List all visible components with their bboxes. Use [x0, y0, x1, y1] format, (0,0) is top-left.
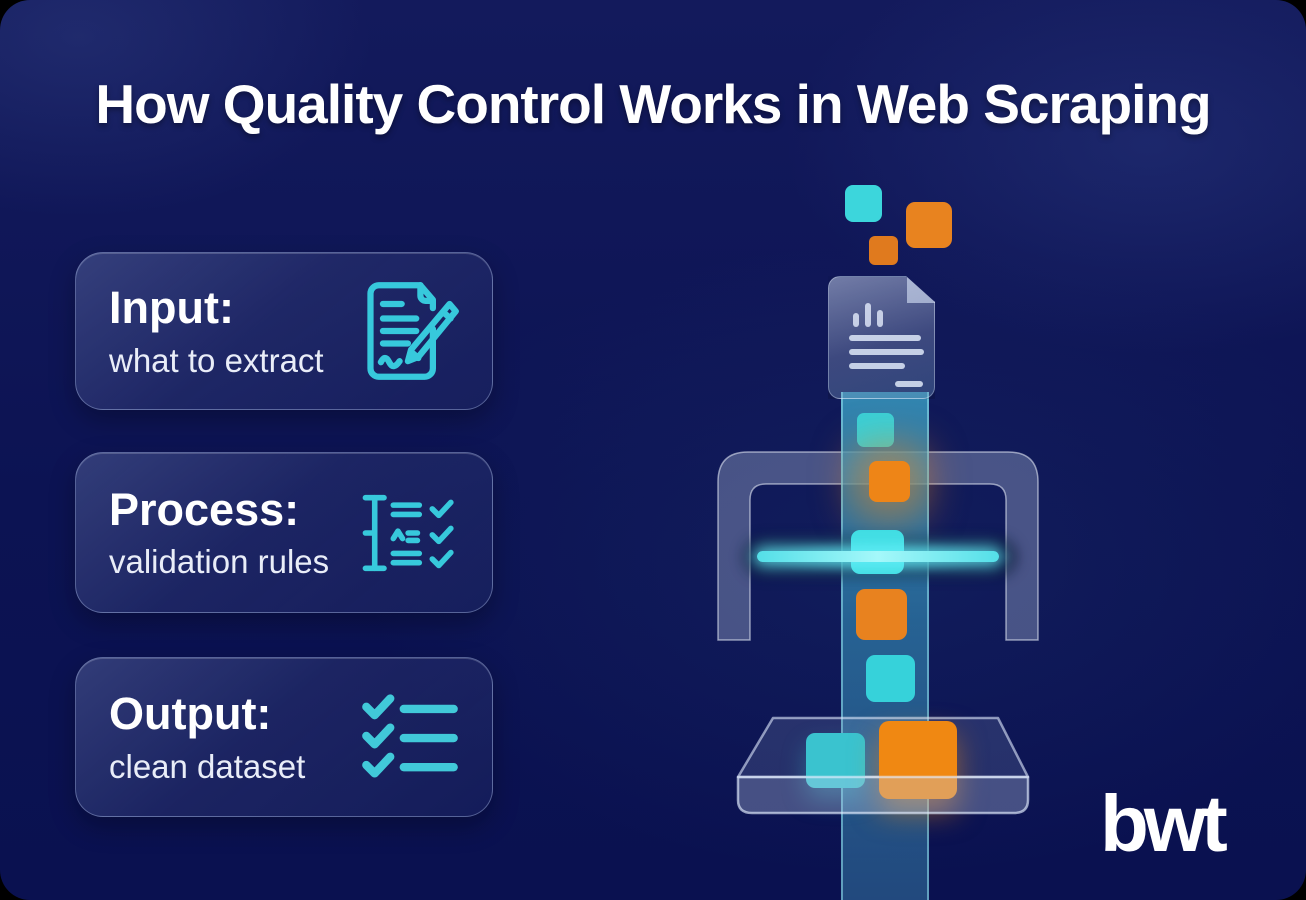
doc-text-line	[849, 349, 924, 355]
scanner-frame	[717, 451, 1039, 641]
raw-square-orange-small	[869, 236, 898, 265]
belt-square-cyan	[857, 413, 894, 447]
dataset-tray-front	[736, 775, 1030, 815]
card-output: Output: clean dataset	[75, 657, 493, 817]
belt-square-orange-glowing	[869, 461, 910, 502]
raw-square-cyan	[845, 185, 882, 222]
source-document-icon	[828, 276, 935, 399]
belt-square-orange	[856, 589, 907, 640]
doc-chart-bar	[865, 303, 871, 327]
doc-chart-bar	[877, 310, 883, 327]
card-output-description: clean dataset	[109, 747, 306, 785]
raw-square-orange	[906, 202, 952, 248]
card-process-description: validation rules	[109, 543, 330, 581]
document-fold	[907, 277, 935, 303]
page-title: How Quality Control Works in Web Scrapin…	[95, 73, 1211, 135]
checklist-rules-icon	[358, 478, 462, 588]
card-process-label: Process:	[109, 483, 300, 535]
bwt-logo: bwt	[1100, 779, 1228, 868]
doc-text-line	[849, 335, 921, 341]
card-input-label: Input:	[109, 282, 234, 334]
belt-square-cyan	[866, 655, 915, 702]
scan-beam	[757, 551, 999, 562]
doc-text-line	[849, 363, 905, 369]
card-input: Input: what to extract	[75, 252, 493, 410]
tray-square-orange	[879, 721, 957, 799]
tray-square-cyan	[806, 733, 865, 788]
card-process: Process: validation rules	[75, 452, 493, 613]
doc-chart-bar	[853, 313, 859, 327]
doc-text-line	[895, 381, 923, 387]
card-input-description: what to extract	[109, 341, 324, 379]
card-output-label: Output:	[109, 688, 272, 740]
checklist-done-icon	[358, 682, 462, 792]
document-pen-icon	[358, 276, 462, 386]
